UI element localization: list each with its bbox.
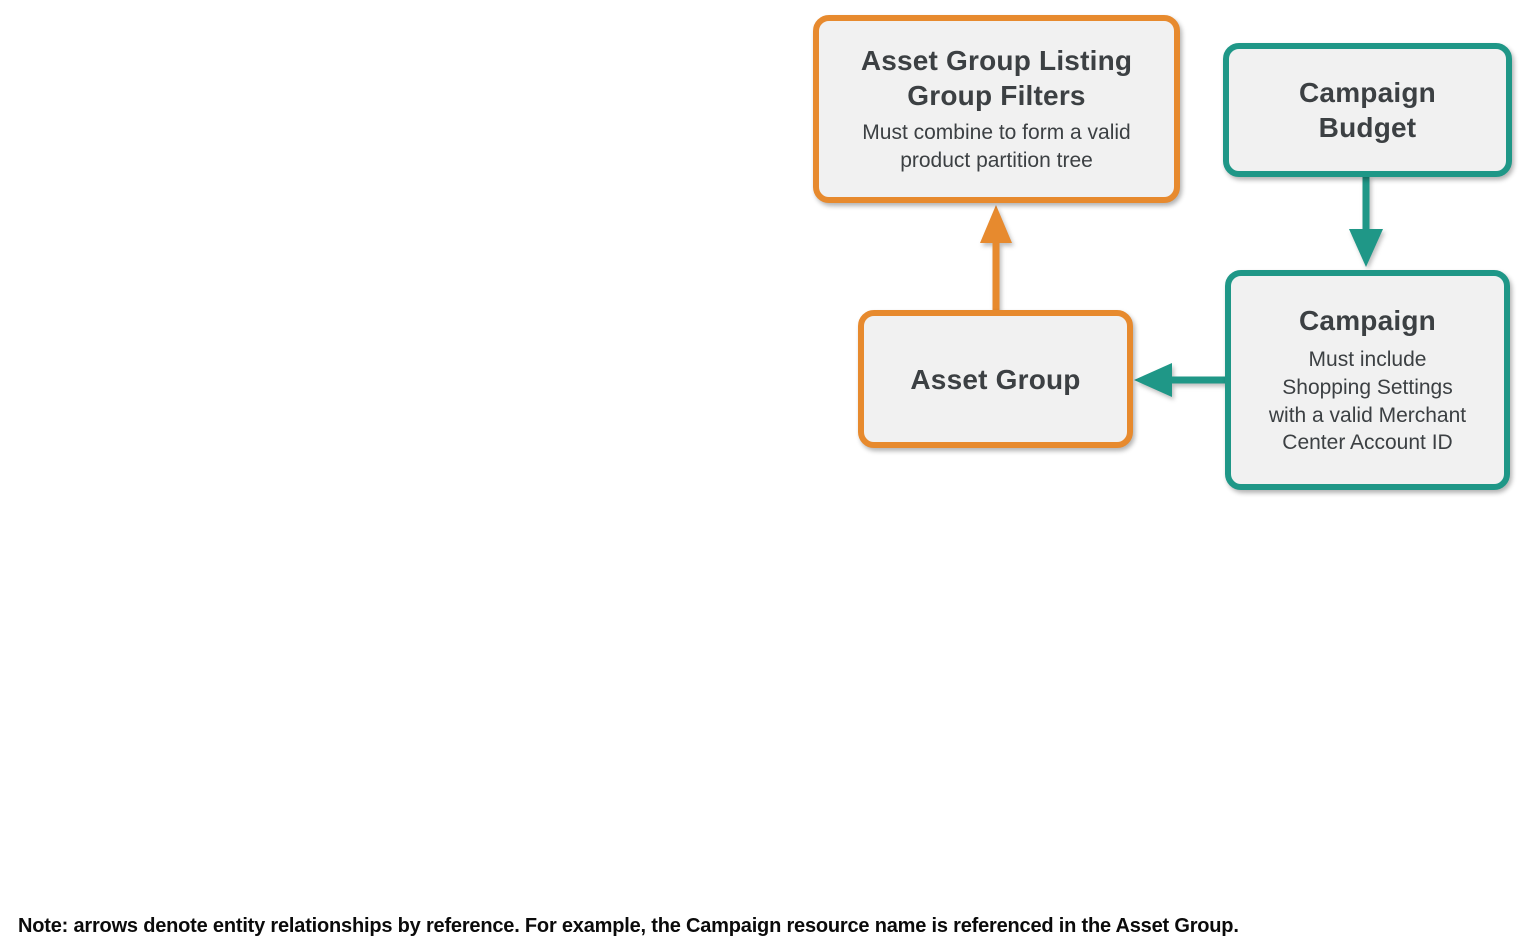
node-title: Campaign Budget <box>1299 77 1436 143</box>
node-subtitle: Must combine to form a valid product par… <box>862 121 1131 172</box>
arrow-campaign-to-asset-group <box>1134 363 1228 397</box>
footnote: Note: arrows denote entity relationships… <box>18 915 1239 937</box>
node-campaign-budget: Campaign Budget <box>1223 43 1512 177</box>
node-title: Asset Group Listing Group Filters <box>860 45 1133 112</box>
arrow-asset-group-to-listing-group-filters <box>980 205 1012 312</box>
node-subtitle: Must include Shopping Settings with a va… <box>1268 348 1467 455</box>
node-asset-group-listing-group-filters: Asset Group Listing Group Filters Must c… <box>813 15 1180 203</box>
node-title: Campaign <box>1299 305 1436 337</box>
node-title: Asset Group <box>910 363 1081 395</box>
arrow-campaign-budget-to-campaign <box>1349 176 1383 267</box>
node-asset-group: Asset Group <box>858 310 1133 448</box>
node-campaign: Campaign Must include Shopping Settings … <box>1225 270 1510 490</box>
